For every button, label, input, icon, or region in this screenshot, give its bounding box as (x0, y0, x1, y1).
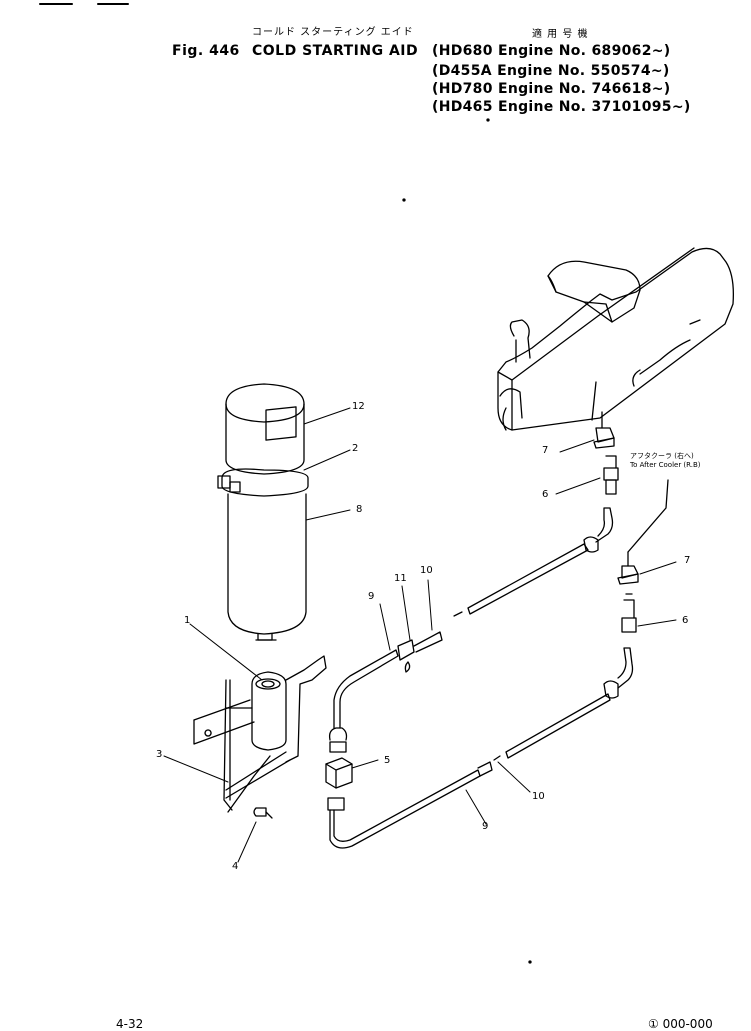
title-japanese: コールド スターティング エイド (252, 27, 414, 38)
aftercooler-note-en: To After Cooler (R.B) (630, 461, 701, 469)
model-name: D455A (438, 63, 492, 79)
serial-number: 689062~ (591, 43, 664, 59)
callout-3: 3 (156, 749, 163, 760)
applicability-row: (HD680 Engine No. 689062~) (432, 43, 671, 59)
model-name: HD680 (438, 43, 493, 59)
callout-11: 11 (394, 573, 407, 584)
applicability-row: (HD780 Engine No. 746618~) (432, 81, 671, 97)
callout-7-upper: 7 (542, 445, 549, 456)
callout-2: 2 (352, 443, 359, 454)
callout-12: 12 (352, 401, 365, 412)
engine-label: Engine No. (497, 63, 586, 79)
callout-10-upper: 10 (420, 565, 433, 576)
model-name: HD780 (438, 81, 493, 97)
lower-pipe (329, 593, 637, 849)
engine-label: Engine No. (497, 43, 587, 59)
figure-number: Fig. 446 (172, 43, 240, 59)
callout-6-upper: 6 (542, 489, 549, 500)
figure-title: COLD STARTING AID (252, 43, 419, 59)
callout-4: 4 (232, 861, 239, 872)
document-code: ① 000-000 (648, 1017, 713, 1031)
callout-9-upper: 9 (368, 591, 375, 602)
applicability-row: (HD465 Engine No. 37101095~) (432, 99, 691, 115)
callout-7-lower: 7 (684, 555, 691, 566)
callout-6-lower: 6 (682, 615, 689, 626)
callout-9-lower: 9 (482, 821, 489, 832)
applicability-row: (D455A Engine No. 550574~) (432, 63, 670, 79)
serial-number: 37101095~ (591, 99, 684, 115)
model-name: HD465 (438, 99, 493, 115)
engine-label: Engine No. (497, 99, 587, 115)
callout-10-lower: 10 (532, 791, 545, 802)
callout-1: 1 (184, 615, 191, 626)
callout-8: 8 (356, 504, 363, 515)
scan-speck (486, 118, 490, 122)
fitting-upper (593, 411, 615, 449)
serial-number: 746618~ (591, 81, 664, 97)
page-number: 4-32 (116, 1017, 144, 1031)
callout-5: 5 (384, 755, 391, 766)
leader-lines (163, 407, 677, 863)
fitting-lower (617, 479, 669, 585)
starting-aid-canister (217, 383, 309, 641)
aftercooler-housing (497, 247, 734, 431)
connector-block (325, 741, 353, 811)
scan-speck (528, 960, 532, 964)
upper-pipe (328, 455, 619, 741)
scan-speck (402, 198, 406, 202)
valve-and-bracket (193, 655, 327, 819)
serial-number: 550574~ (590, 63, 663, 79)
engine-label: Engine No. (497, 81, 587, 97)
applicability-heading: 適 用 号 機 (532, 29, 589, 40)
aftercooler-note-jp: アフタクーラ (右へ) (630, 452, 694, 460)
